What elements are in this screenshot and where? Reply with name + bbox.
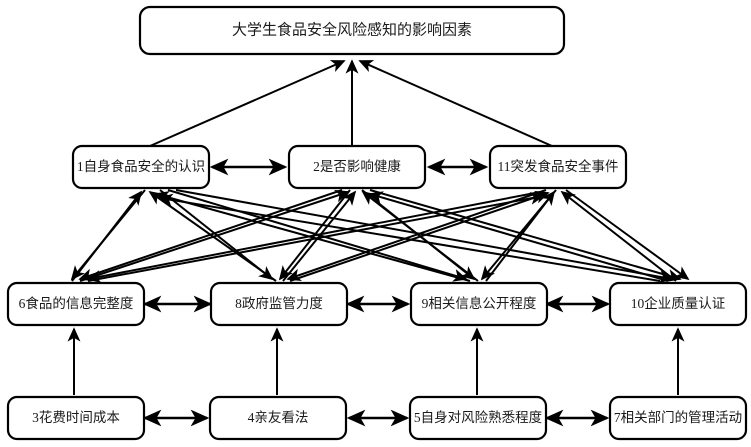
node-n1-box[interactable] <box>71 144 211 190</box>
node-n1[interactable]: 1自身食品安全的认识 <box>71 144 211 190</box>
edges-level2-to-level3 <box>70 189 690 284</box>
edges-level2-to-goal <box>149 59 553 147</box>
edge-n6-n11 <box>87 191 545 282</box>
node-n6[interactable]: 6食品的信息完整度 <box>6 281 146 327</box>
edge-n11-n10 <box>565 189 690 281</box>
edge-n1-goal <box>149 60 346 147</box>
edge-n6-n2 <box>79 189 350 282</box>
node-n4-label: 4亲友看法 <box>248 410 309 425</box>
node-goal-label: 大学生食品安全风险感知的影响因素 <box>232 20 472 38</box>
node-n3-label: 3花费时间成本 <box>32 410 120 425</box>
node-n8-box[interactable] <box>209 281 349 327</box>
edge-n1-n10 <box>175 189 674 284</box>
edge-n1-n6 <box>70 189 146 281</box>
node-n3-box[interactable] <box>6 395 146 441</box>
edge-n10-n11 <box>560 190 677 282</box>
node-n8-label: 8政府监管力度 <box>235 296 323 311</box>
node-n2[interactable]: 2是否影响健康 <box>287 144 427 190</box>
edge-n8-n11 <box>289 190 550 282</box>
edges-level4-to-level3 <box>67 327 685 395</box>
node-n3[interactable]: 3花费时间成本 <box>6 395 146 441</box>
node-n11-box[interactable] <box>488 144 628 190</box>
node-n9[interactable]: 9相关信息公开程度 <box>409 281 549 327</box>
node-n8[interactable]: 8政府监管力度 <box>209 281 349 327</box>
node-n9-box[interactable] <box>409 281 549 327</box>
node-n4[interactable]: 4亲友看法 <box>208 395 348 441</box>
node-goal-box[interactable] <box>138 5 566 56</box>
node-n7-box[interactable] <box>608 395 748 441</box>
node-n10[interactable]: 10企业质量认证 <box>608 281 748 327</box>
node-n5-box[interactable] <box>408 395 548 441</box>
node-goal[interactable]: 大学生食品安全风险感知的影响因素 <box>138 5 566 56</box>
node-n10-label: 10企业质量认证 <box>631 295 726 311</box>
node-n2-box[interactable] <box>287 144 427 190</box>
edge-n1-n8 <box>159 189 274 281</box>
node-n7-label: 7相关部门的管理活动 <box>614 410 742 425</box>
node-n4-box[interactable] <box>208 395 348 441</box>
edge-n11-n8 <box>286 189 547 282</box>
node-n11[interactable]: 11突发食品安全事件 <box>488 144 628 190</box>
edge-n2-n10 <box>369 189 682 282</box>
node-n7[interactable]: 7相关部门的管理活动 <box>608 395 748 441</box>
node-n6-label: 6食品的信息完整度 <box>19 295 134 311</box>
node-n5-label: 5自身对风险熟悉程度 <box>414 410 542 425</box>
edge-n2-n6 <box>78 189 343 282</box>
node-n2-label: 2是否影响健康 <box>313 158 401 174</box>
node-n1-label: 1自身食品安全的认识 <box>77 158 205 174</box>
node-n6-box[interactable] <box>6 281 146 327</box>
edge-n11-goal <box>358 60 553 147</box>
node-n10-box[interactable] <box>608 281 748 327</box>
edge-n8-n2 <box>282 190 357 282</box>
node-n9-label: 9相关信息公开程度 <box>422 295 537 311</box>
edge-n11-n6 <box>86 191 541 283</box>
edge-n11-n9 <box>480 189 557 281</box>
node-n11-label: 11突发食品安全事件 <box>498 158 619 174</box>
node-n5[interactable]: 5自身对风险熟悉程度 <box>408 395 548 441</box>
